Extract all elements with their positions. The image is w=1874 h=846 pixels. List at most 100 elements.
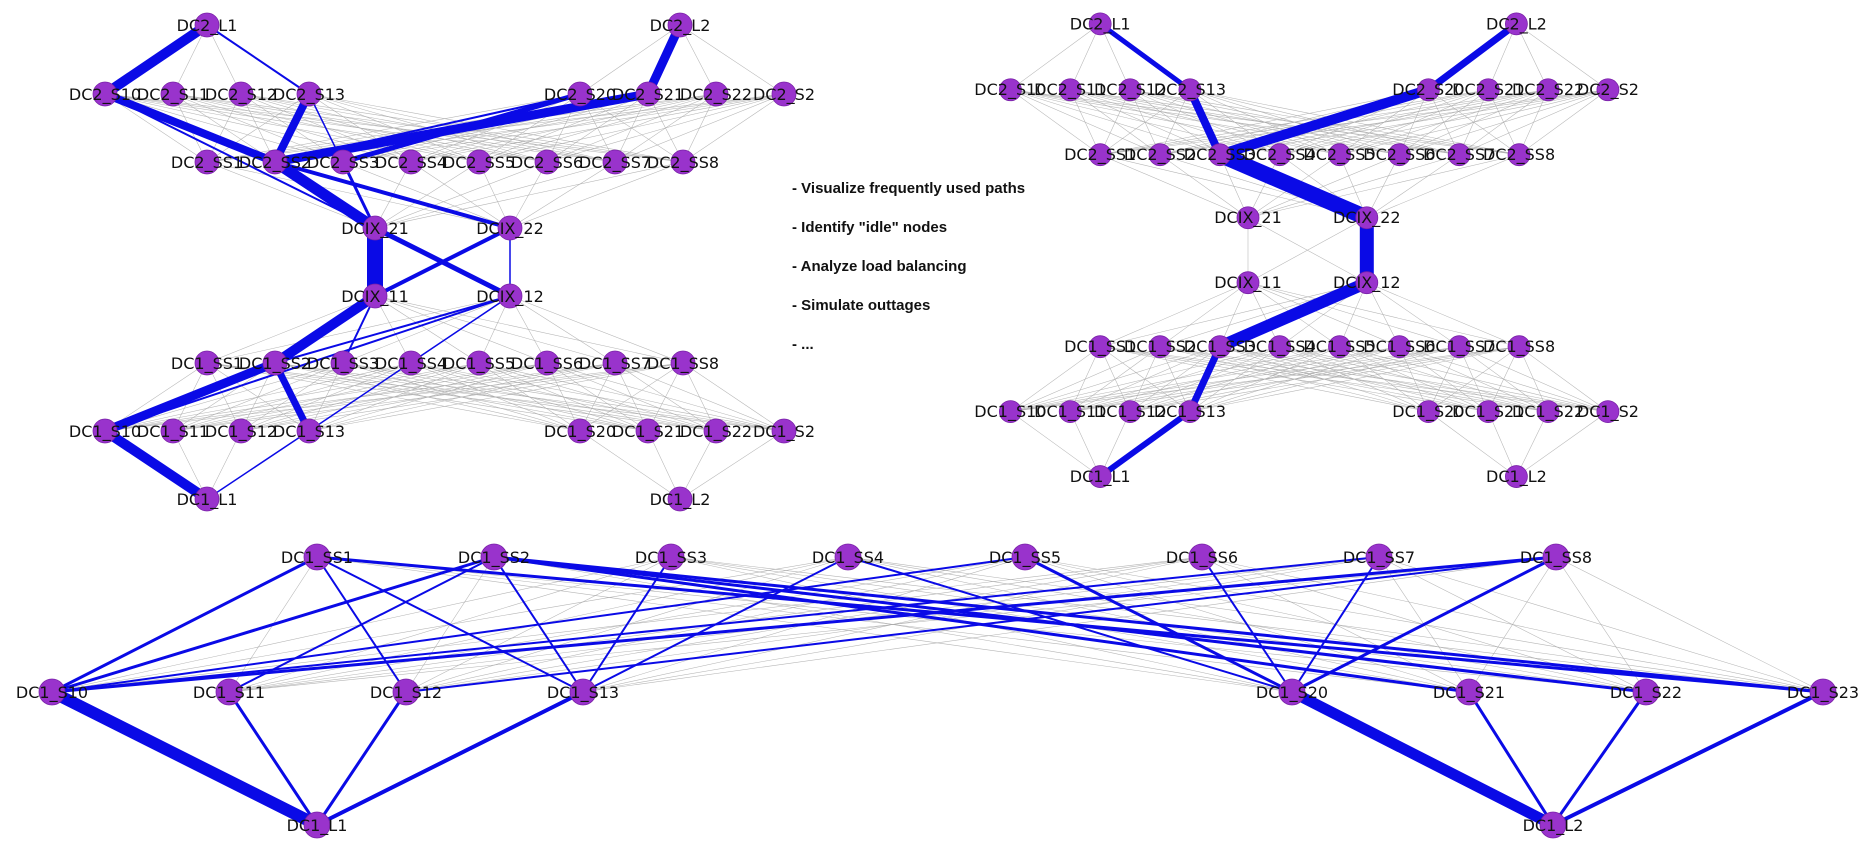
- node-DC2_S20[interactable]: [1417, 78, 1440, 102]
- node-DC1_S13[interactable]: [296, 418, 322, 444]
- node-DC1_SS6[interactable]: [1188, 543, 1216, 571]
- node-DC2_SS2[interactable]: [262, 149, 288, 175]
- node-DCIX_21[interactable]: [362, 215, 388, 241]
- node-DC1_SS3[interactable]: [657, 543, 685, 571]
- node-DC1_S12[interactable]: [392, 678, 420, 706]
- node-DC1_SS7[interactable]: [1365, 543, 1393, 571]
- node-DCIX_11[interactable]: [1236, 271, 1260, 295]
- node-DC1_SS1[interactable]: [303, 543, 331, 571]
- node-DC1_SS6[interactable]: [1387, 335, 1411, 359]
- node-DC1_SS5[interactable]: [466, 350, 492, 376]
- node-DC1_S23[interactable]: [1809, 678, 1837, 706]
- node-DC2_L2[interactable]: [1505, 12, 1528, 36]
- node-DC1_L2[interactable]: [1505, 465, 1528, 488]
- node-DC2_SS8[interactable]: [1507, 143, 1531, 167]
- node-DC1_L1[interactable]: [194, 486, 220, 512]
- node-DC1_SS1[interactable]: [1088, 335, 1112, 359]
- node-DC2_SS7[interactable]: [1447, 143, 1471, 167]
- node-DCIX_12[interactable]: [1355, 271, 1379, 295]
- node-DC1_SS6[interactable]: [534, 350, 560, 376]
- node-DC2_S10[interactable]: [999, 78, 1022, 102]
- node-DCIX_22[interactable]: [1355, 206, 1379, 230]
- node-DC1_SS3[interactable]: [330, 350, 356, 376]
- node-DC1_S13[interactable]: [569, 678, 597, 706]
- node-DC1_S12[interactable]: [1118, 400, 1142, 424]
- node-DC2_SS6[interactable]: [1387, 143, 1411, 167]
- node-DC2_L2[interactable]: [667, 12, 693, 38]
- node-DC1_S21[interactable]: [635, 418, 661, 444]
- node-DC1_SS2[interactable]: [1148, 335, 1172, 359]
- node-DC1_L2[interactable]: [667, 486, 693, 512]
- node-DC2_SS3[interactable]: [1208, 143, 1232, 167]
- node-DC2_SS7[interactable]: [602, 149, 628, 175]
- node-DC2_S13[interactable]: [296, 81, 322, 107]
- node-DC1_S20[interactable]: [567, 418, 593, 444]
- node-DC1_S11[interactable]: [215, 678, 243, 706]
- node-DC1_S21[interactable]: [1476, 400, 1500, 424]
- node-DC2_S12[interactable]: [228, 81, 254, 107]
- node-DCIX_12[interactable]: [497, 283, 523, 309]
- node-DC2_SS4[interactable]: [398, 149, 424, 175]
- node-DC2_S23[interactable]: [1596, 78, 1620, 102]
- node-DC1_S21[interactable]: [1455, 678, 1483, 706]
- node-DC2_SS1[interactable]: [194, 149, 220, 175]
- node-DC1_SS5[interactable]: [1328, 335, 1351, 359]
- node-DC2_SS1[interactable]: [1088, 143, 1112, 167]
- node-DC2_SS5[interactable]: [466, 149, 492, 175]
- node-DC1_SS3[interactable]: [1208, 335, 1232, 359]
- node-DC1_L1[interactable]: [303, 811, 331, 839]
- node-DC2_S21[interactable]: [1476, 78, 1500, 102]
- node-DC1_S11[interactable]: [160, 418, 186, 444]
- node-DC1_S12[interactable]: [228, 418, 254, 444]
- node-DC1_SS5[interactable]: [1011, 543, 1039, 571]
- node-DC1_S10[interactable]: [92, 418, 118, 444]
- node-DC1_SS7[interactable]: [1447, 335, 1471, 359]
- node-DC1_L1[interactable]: [1088, 465, 1112, 488]
- node-label: DC2_L2: [1486, 14, 1547, 34]
- node-DC2_L1[interactable]: [194, 12, 220, 38]
- node-DC1_S20[interactable]: [1417, 400, 1440, 424]
- node-DC2_SS2[interactable]: [1148, 143, 1172, 167]
- edge: [172, 430, 208, 500]
- node-DC2_SS5[interactable]: [1328, 143, 1351, 167]
- node-DC2_S21[interactable]: [635, 81, 661, 107]
- node-DC2_S22[interactable]: [1536, 78, 1560, 102]
- node-DC2_SS3[interactable]: [330, 149, 356, 175]
- node-DC1_SS1[interactable]: [194, 350, 220, 376]
- node-DC1_S10[interactable]: [999, 400, 1022, 424]
- node-DC2_SS8[interactable]: [670, 149, 696, 175]
- node-DCIX_11[interactable]: [362, 283, 388, 309]
- node-DC2_S20[interactable]: [567, 81, 593, 107]
- node-DC1_SS2[interactable]: [262, 350, 288, 376]
- node-DC1_S23[interactable]: [771, 418, 797, 444]
- node-DC1_SS8[interactable]: [1542, 543, 1570, 571]
- node-DC1_SS4[interactable]: [1268, 335, 1292, 359]
- node-DC1_S23[interactable]: [1596, 400, 1620, 424]
- node-DC2_S23[interactable]: [771, 81, 797, 107]
- node-DC1_S11[interactable]: [1058, 400, 1082, 424]
- node-DC1_S22[interactable]: [1536, 400, 1560, 424]
- node-DC1_SS4[interactable]: [834, 543, 862, 571]
- node-DC2_S11[interactable]: [1058, 78, 1082, 102]
- node-DC2_S12[interactable]: [1118, 78, 1142, 102]
- node-DC1_SS4[interactable]: [398, 350, 424, 376]
- node-DC1_S10[interactable]: [38, 678, 66, 706]
- node-DC1_S22[interactable]: [1632, 678, 1660, 706]
- node-DC2_SS4[interactable]: [1268, 143, 1292, 167]
- node-DC1_SS7[interactable]: [602, 350, 628, 376]
- node-DC2_S11[interactable]: [160, 81, 186, 107]
- node-DC2_S13[interactable]: [1178, 78, 1202, 102]
- node-DC2_S22[interactable]: [703, 81, 729, 107]
- node-DC1_SS2[interactable]: [480, 543, 508, 571]
- node-DC1_SS8[interactable]: [1507, 335, 1531, 359]
- node-DCIX_22[interactable]: [497, 215, 523, 241]
- node-DC1_S20[interactable]: [1278, 678, 1306, 706]
- node-DC2_L1[interactable]: [1088, 12, 1112, 36]
- node-DC1_S22[interactable]: [703, 418, 729, 444]
- node-DC2_SS6[interactable]: [534, 149, 560, 175]
- node-DC1_L2[interactable]: [1539, 811, 1567, 839]
- node-DC1_SS8[interactable]: [670, 350, 696, 376]
- node-DCIX_21[interactable]: [1236, 206, 1260, 230]
- node-DC1_S13[interactable]: [1178, 400, 1202, 424]
- node-DC2_S10[interactable]: [92, 81, 118, 107]
